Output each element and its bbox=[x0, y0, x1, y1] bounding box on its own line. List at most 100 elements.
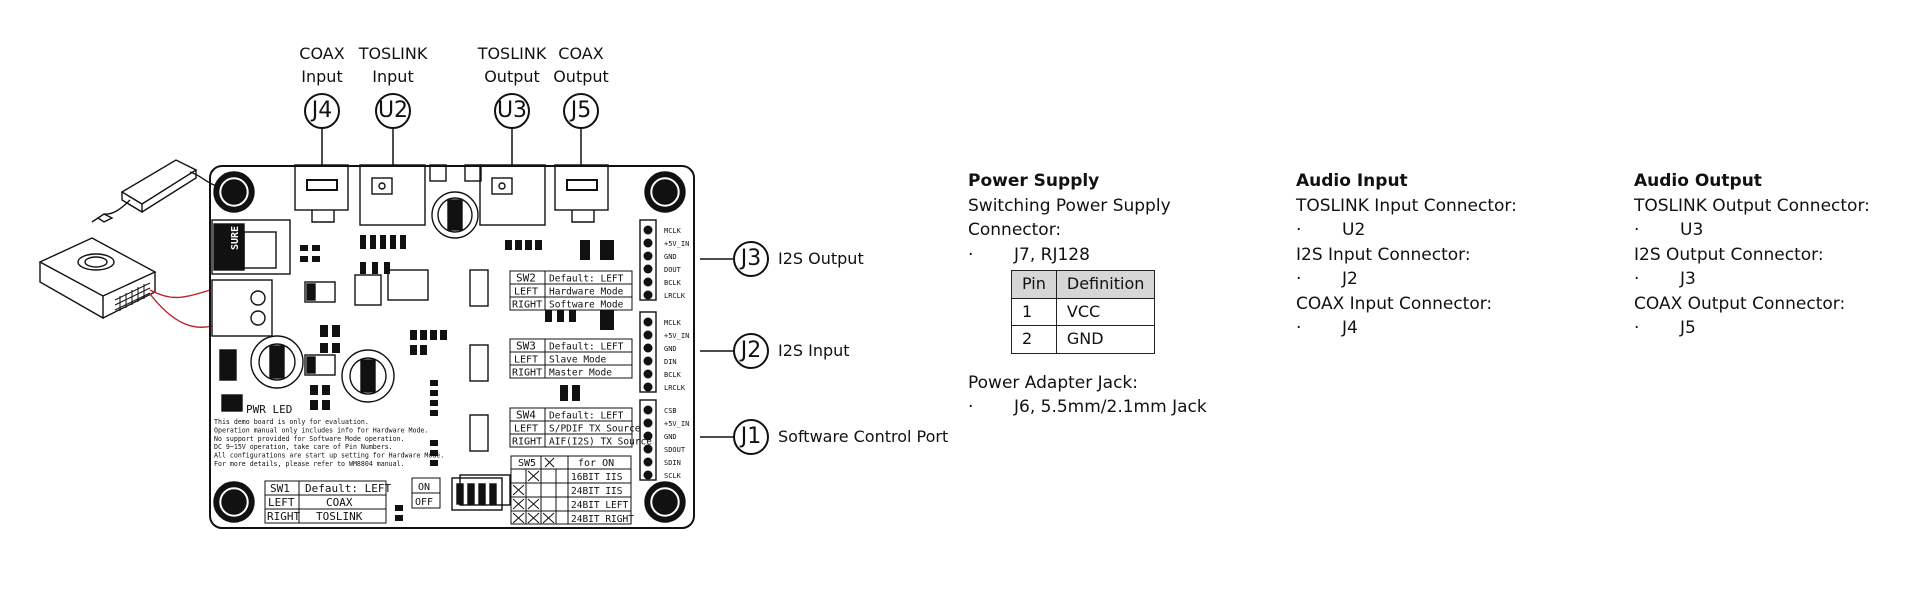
pin-dot bbox=[643, 369, 653, 379]
pin-dot bbox=[643, 290, 653, 300]
side-callout-circles bbox=[733, 241, 769, 455]
pin-dot bbox=[643, 382, 653, 392]
callout-id: J5 bbox=[570, 98, 592, 123]
power-heading: Power Supply bbox=[968, 171, 1100, 191]
pin-table: Pin Definition 1 VCC 2 GND bbox=[1011, 270, 1156, 354]
bullet: · bbox=[1634, 220, 1640, 240]
board-outline bbox=[209, 165, 695, 529]
sw5-cross-mark bbox=[527, 470, 540, 482]
sw2-left-k: LEFT bbox=[514, 287, 538, 298]
smd-components bbox=[300, 235, 614, 521]
bullet: · bbox=[1296, 269, 1302, 289]
silk-pin-label: SDOUT bbox=[664, 446, 686, 454]
top-label-line2: Input bbox=[372, 67, 414, 86]
sw5-cross-mark bbox=[512, 484, 525, 496]
side-label-text: I2S Output bbox=[778, 249, 864, 268]
audio-input-label-2: I2S Input Connector: bbox=[1296, 244, 1471, 265]
pin-table-header: Pin Definition bbox=[1011, 270, 1156, 299]
ic-chips bbox=[354, 269, 511, 506]
sw5-row-label: 24BIT RIGHT bbox=[571, 514, 634, 525]
top-label-line2: Output bbox=[484, 67, 540, 86]
pin-dot bbox=[643, 457, 653, 467]
audio-input-row-2: ·J2 bbox=[1296, 267, 1546, 292]
sw4-title: SW4 bbox=[516, 409, 536, 422]
sw3-right-v: Master Mode bbox=[549, 368, 612, 379]
silk-pin-label: BCLK bbox=[664, 279, 682, 287]
pin-cell: 2 bbox=[1011, 325, 1057, 354]
sw2-right-v: Software Mode bbox=[549, 300, 624, 311]
side-label-text: I2S Input bbox=[778, 341, 850, 360]
sw3-default: Default: LEFT bbox=[549, 342, 624, 353]
top-label-line2: Output bbox=[553, 67, 609, 86]
pin-dot bbox=[643, 444, 653, 454]
board-drawing: MCLK+5V_INGNDDOUTBCLKLRCLKMCLK+5V_INGNDD… bbox=[38, 93, 769, 529]
power-connector-row: · J7, RJ128 bbox=[968, 243, 1268, 268]
sw5-cross-mark bbox=[512, 512, 525, 524]
sw5-cross-mark bbox=[542, 512, 555, 524]
callout-id: U3 bbox=[496, 98, 528, 123]
sw2-right-k: RIGHT bbox=[512, 300, 542, 311]
on-label: ON bbox=[418, 482, 430, 493]
sw1-table: SW1 Default: LEFT LEFT COAX RIGHT TOSLIN… bbox=[264, 480, 391, 524]
pin-dot bbox=[643, 343, 653, 353]
definition-cell: GND bbox=[1055, 325, 1156, 354]
board-notes: This demo board is only for evaluation.O… bbox=[214, 418, 444, 468]
audio-input-row-1: ·U2 bbox=[1296, 218, 1546, 243]
top-label-line1: COAX bbox=[558, 44, 604, 63]
sw1-right-value: TOSLINK bbox=[316, 510, 363, 523]
pin-dot bbox=[643, 418, 653, 428]
sw5-cross-mark bbox=[527, 512, 540, 524]
audio-output-row-1: ·U3 bbox=[1634, 218, 1904, 243]
silk-pin-label: SDIN bbox=[664, 459, 681, 467]
sw4-left-v: S/PDIF TX Source bbox=[549, 424, 641, 435]
pwr-led-label: PWR LED bbox=[246, 403, 292, 416]
bullet: · bbox=[968, 244, 974, 265]
sw2-default: Default: LEFT bbox=[549, 274, 624, 285]
silk-pin-label: +5V_IN bbox=[664, 332, 689, 340]
callout-id: J3 bbox=[740, 246, 762, 271]
sw4-right-k: RIGHT bbox=[512, 437, 542, 448]
power-jack-block bbox=[211, 219, 291, 412]
power-jack-row: · J6, 5.5mm/2.1mm Jack bbox=[968, 395, 1268, 420]
sw3-left-v: Slave Mode bbox=[549, 355, 606, 366]
silk-pin-label: GND bbox=[664, 345, 677, 353]
silk-pin-label: MCLK bbox=[664, 227, 682, 235]
sw4-left-k: LEFT bbox=[514, 424, 538, 435]
audio-input-label-1: TOSLINK Input Connector: bbox=[1296, 195, 1517, 216]
sw1-default: Default: LEFT bbox=[305, 482, 391, 495]
top-leaders bbox=[321, 128, 582, 165]
pin-col-header: Pin bbox=[1011, 270, 1057, 299]
bullet: · bbox=[968, 397, 974, 417]
sw5-dip-switch bbox=[451, 477, 503, 511]
pin-dot bbox=[643, 405, 653, 415]
sw1-left-value: COAX bbox=[326, 496, 353, 509]
top-label-line2: Input bbox=[301, 67, 343, 86]
audio-input-row-3: ·J4 bbox=[1296, 316, 1546, 341]
sw2-title: SW2 bbox=[516, 272, 536, 285]
power-connector-value: J7, RJ128 bbox=[1014, 244, 1090, 265]
bullet: · bbox=[1296, 220, 1302, 240]
sw1-left-key: LEFT bbox=[268, 496, 295, 509]
pin-dot bbox=[643, 356, 653, 366]
sw3-title: SW3 bbox=[516, 340, 536, 353]
top-callout-circles bbox=[304, 93, 599, 129]
pin-dot bbox=[643, 317, 653, 327]
silk-pin-label: BCLK bbox=[664, 371, 682, 379]
side-leaders bbox=[700, 258, 734, 438]
power-jack-value: J6, 5.5mm/2.1mm Jack bbox=[1014, 397, 1207, 417]
off-label: OFF bbox=[415, 497, 433, 508]
capacitors bbox=[250, 335, 395, 403]
pin-dot bbox=[643, 431, 653, 441]
header-pin-dots bbox=[643, 225, 653, 480]
silk-pin-label: MCLK bbox=[664, 319, 682, 327]
bullet: · bbox=[1634, 269, 1640, 289]
definition-col-header: Definition bbox=[1055, 270, 1156, 299]
power-jack-label: Power Adapter Jack: bbox=[968, 372, 1138, 393]
callout-id: J2 bbox=[740, 338, 762, 363]
sw2-left-v: Hardware Mode bbox=[549, 287, 624, 298]
